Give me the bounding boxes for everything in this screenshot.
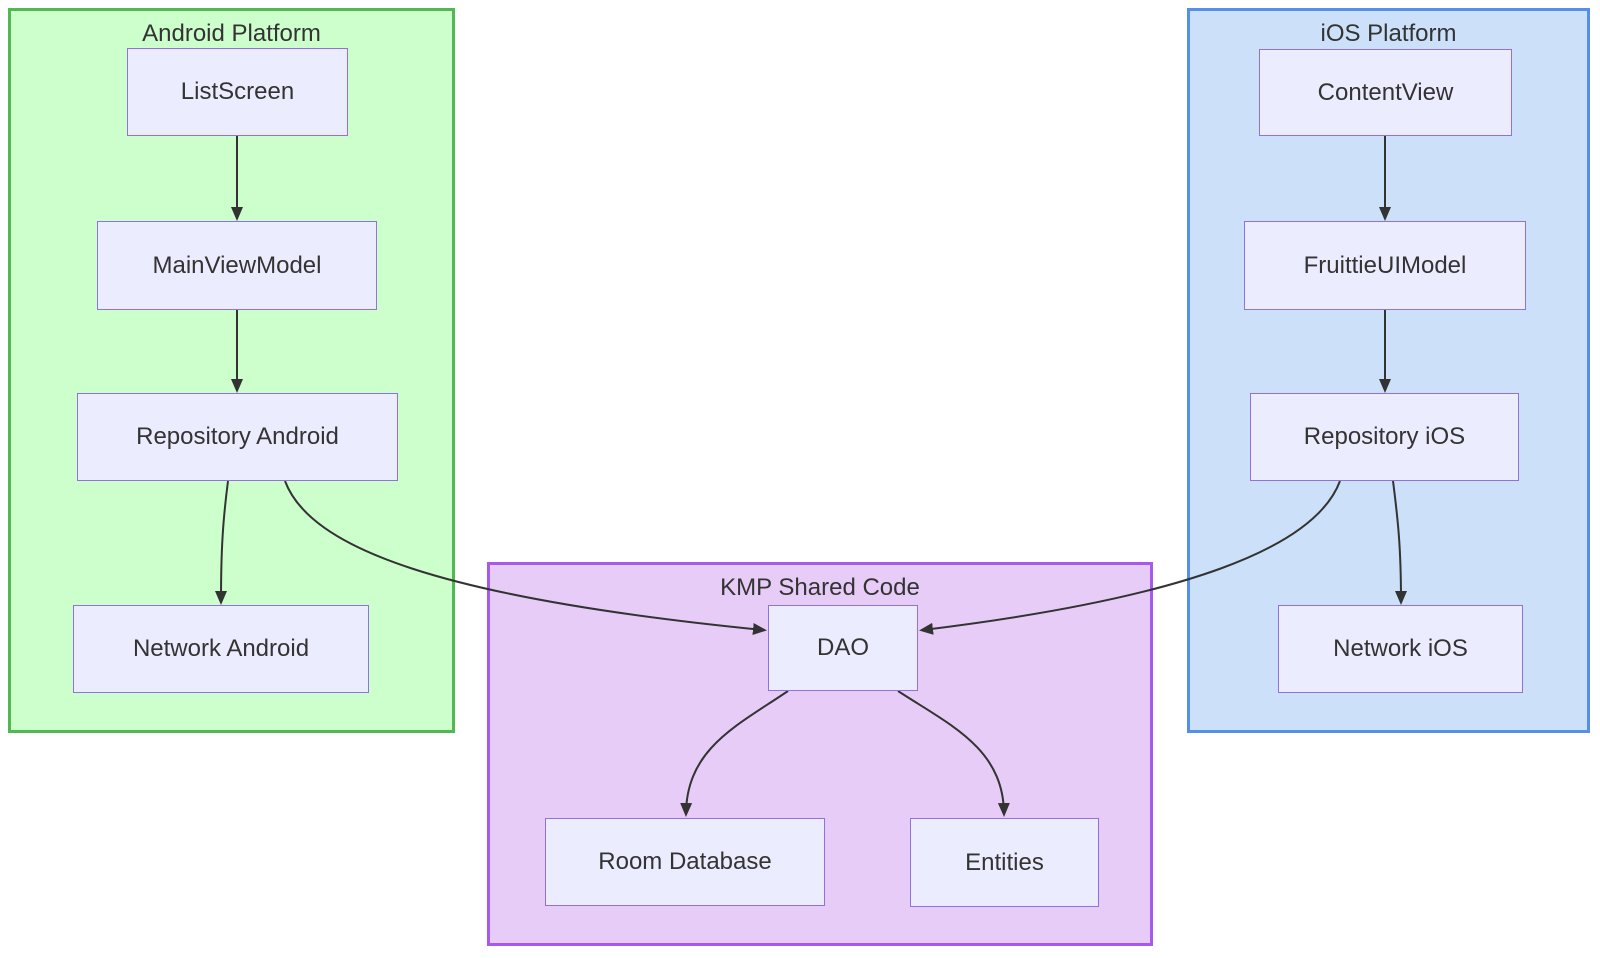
node-network-ios: Network iOS bbox=[1278, 605, 1523, 693]
node-mainviewmodel: MainViewModel bbox=[97, 221, 377, 310]
node-entities: Entities bbox=[910, 818, 1099, 907]
subgraph-kmp-title: KMP Shared Code bbox=[720, 574, 920, 601]
node-repository-android: Repository Android bbox=[77, 393, 398, 481]
node-fruittieuimodel: FruittieUIModel bbox=[1244, 221, 1526, 310]
subgraph-android-title: Android Platform bbox=[142, 20, 321, 47]
node-contentview: ContentView bbox=[1259, 49, 1512, 136]
subgraph-ios-title: iOS Platform bbox=[1320, 20, 1457, 47]
node-room-database: Room Database bbox=[545, 818, 825, 906]
node-repository-ios: Repository iOS bbox=[1250, 393, 1519, 481]
node-dao: DAO bbox=[768, 605, 918, 691]
node-listscreen: ListScreen bbox=[127, 48, 348, 136]
node-network-android: Network Android bbox=[73, 605, 369, 693]
